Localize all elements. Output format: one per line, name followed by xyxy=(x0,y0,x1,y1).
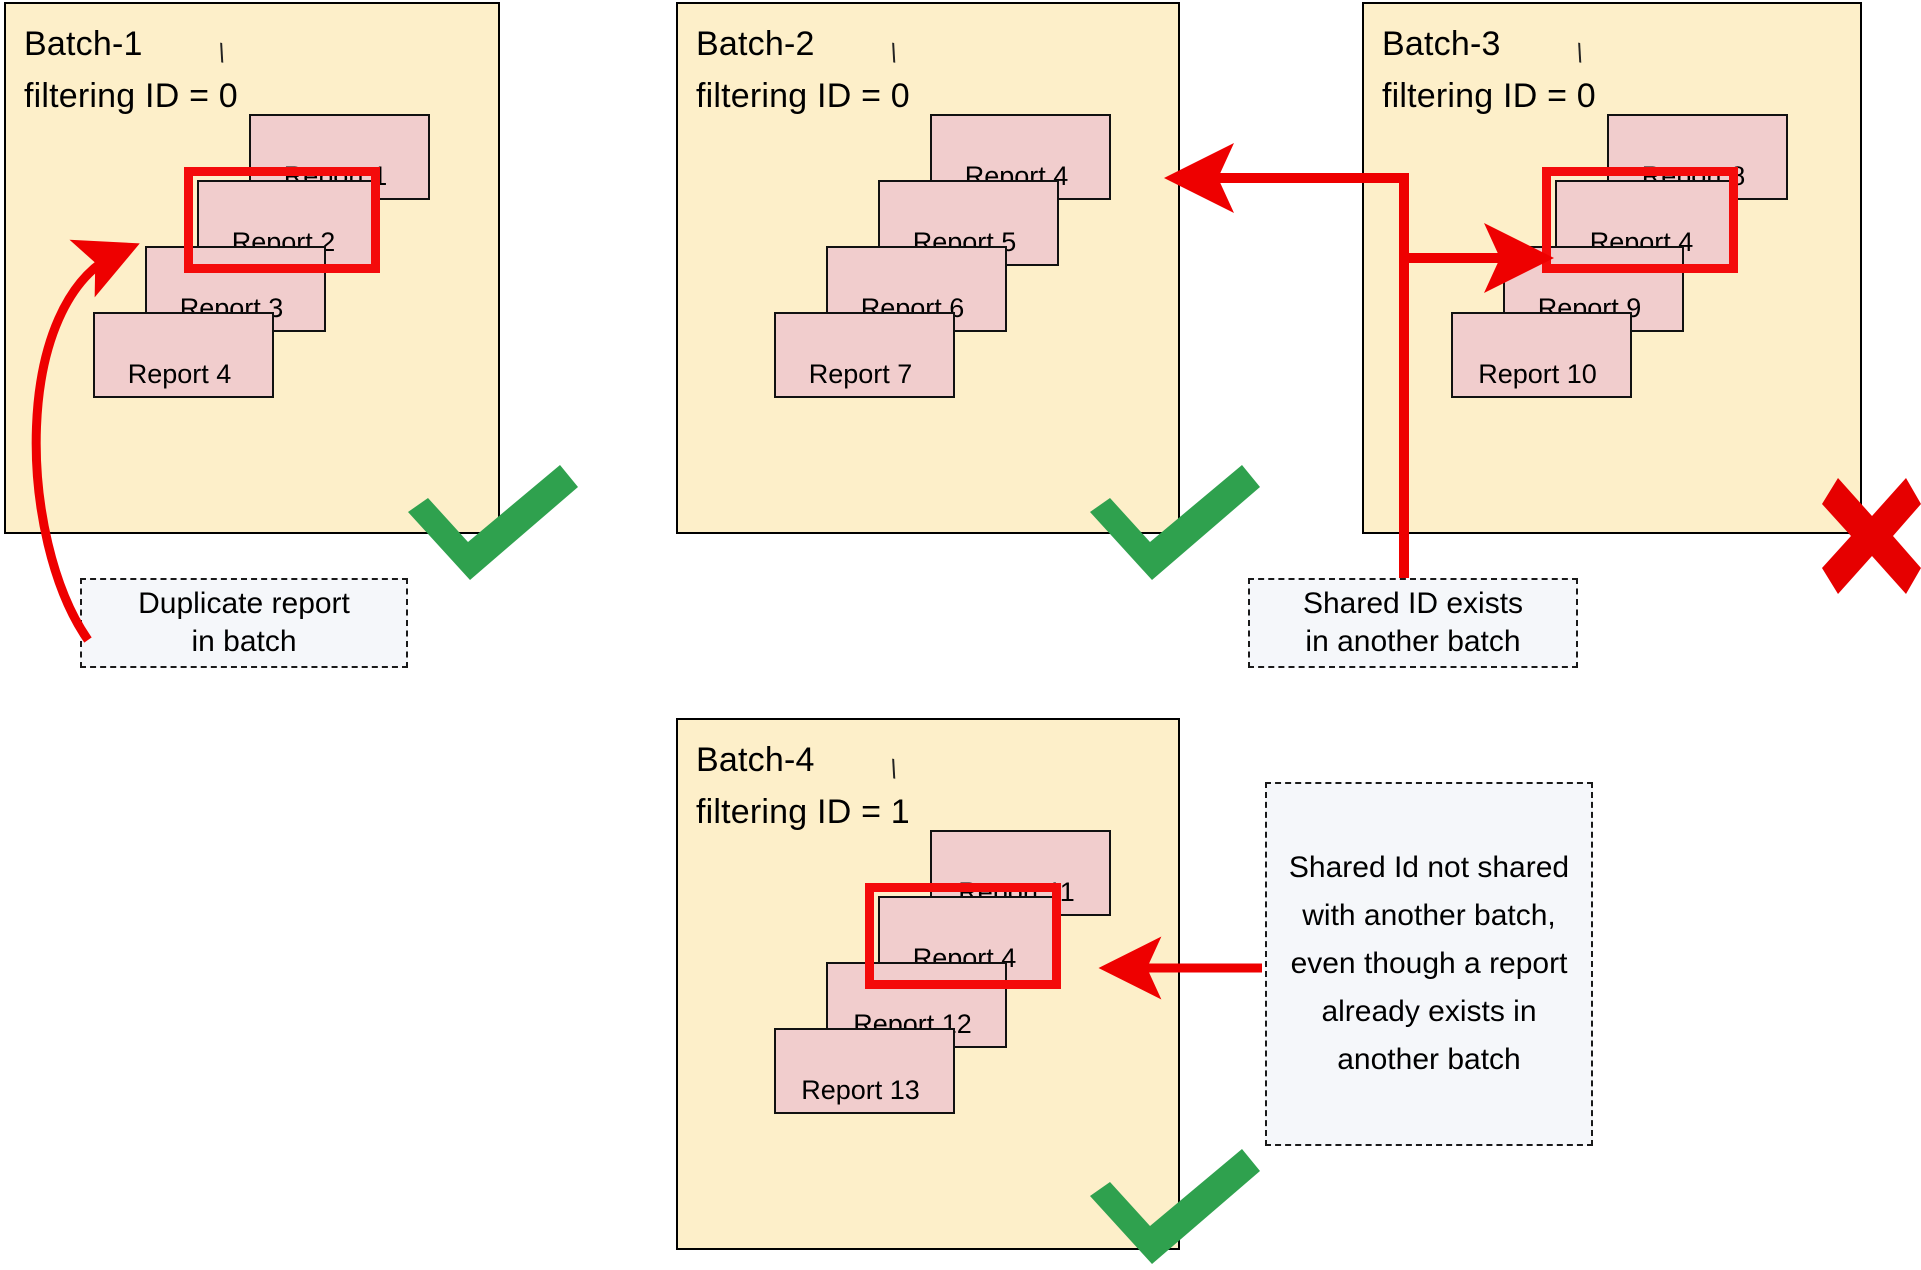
report-card-label: Report 7 xyxy=(808,359,913,389)
report-card-label: Report 10 xyxy=(1478,359,1597,389)
shared-id-highlight xyxy=(1542,167,1738,273)
report-card-label: Report 4 xyxy=(127,359,232,389)
batch-container-2: Batch-2 filtering ID = 0 \ Report 4 Repo… xyxy=(676,2,1180,534)
duplicate-report-highlight xyxy=(184,167,380,273)
batch-title-4: Batch-4 filtering ID = 1 xyxy=(696,741,910,831)
report-card[interactable]: Report 10 xyxy=(1451,312,1632,398)
shared-id-highlight-batch4 xyxy=(865,883,1061,989)
batch-container-1: Batch-1 filtering ID = 0 \ Report 1 Repo… xyxy=(4,2,500,534)
note-shared-id-exists-text: Shared ID exists in another batch xyxy=(1302,587,1524,658)
batch-title-3: Batch-3 filtering ID = 0 xyxy=(1382,25,1596,115)
note-duplicate-report-text: Duplicate report in batch xyxy=(138,587,350,658)
batch-title-1: Batch-1 filtering ID = 0 xyxy=(24,25,238,115)
note-duplicate-report: Duplicate report in batch xyxy=(80,578,408,668)
report-card[interactable]: Report 4 xyxy=(93,312,274,398)
batch-container-3: Batch-3 filtering ID = 0 \ Report 8 Repo… xyxy=(1362,2,1862,534)
report-card[interactable]: Report 13 xyxy=(774,1028,955,1114)
batch-title-2: Batch-2 filtering ID = 0 xyxy=(696,25,910,115)
batch-container-4: Batch-4 filtering ID = 1 \ Report 11 Rep… xyxy=(676,718,1180,1250)
note-shared-id-not-shared-text: Shared Id not shared with another batch,… xyxy=(1288,851,1570,1076)
report-card[interactable]: Report 7 xyxy=(774,312,955,398)
report-card-label: Report 13 xyxy=(801,1075,920,1105)
note-shared-id-not-shared: Shared Id not shared with another batch,… xyxy=(1265,782,1593,1146)
note-shared-id-exists: Shared ID exists in another batch xyxy=(1248,578,1578,668)
